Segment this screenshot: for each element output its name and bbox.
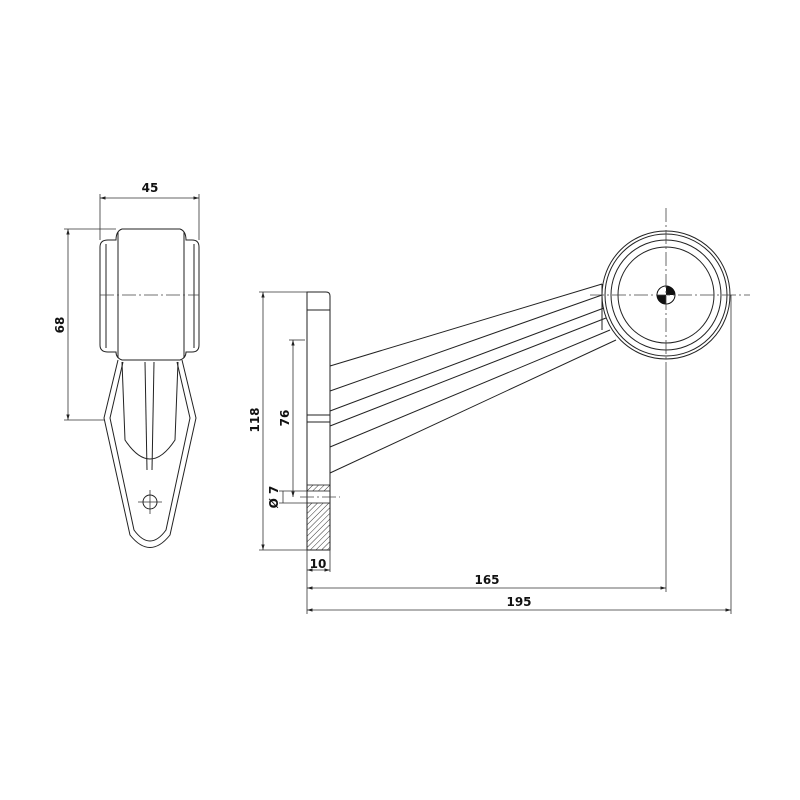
dim-center-165: 165 [474,573,499,587]
dim-width-45: 45 [142,181,159,195]
mounting-plate [306,291,331,551]
dim-height-68: 68 [53,317,67,334]
dim-plate-height-118: 118 [248,407,262,432]
dim-hole-diameter: Ø 7 [267,486,281,509]
lamp-head-front [590,208,750,370]
dim-overall-195: 195 [506,595,531,609]
dim-hole-spacing-76: 76 [278,410,292,427]
bracket-outline [103,359,197,548]
plate-section-hatch [306,502,331,551]
front-view: 45 68 [53,181,200,548]
lamp-head-outline [99,228,200,361]
dim-thickness-10: 10 [310,557,327,571]
side-view: 118 76 Ø 7 10 165 195 [248,208,750,614]
arm-lines [329,283,617,474]
